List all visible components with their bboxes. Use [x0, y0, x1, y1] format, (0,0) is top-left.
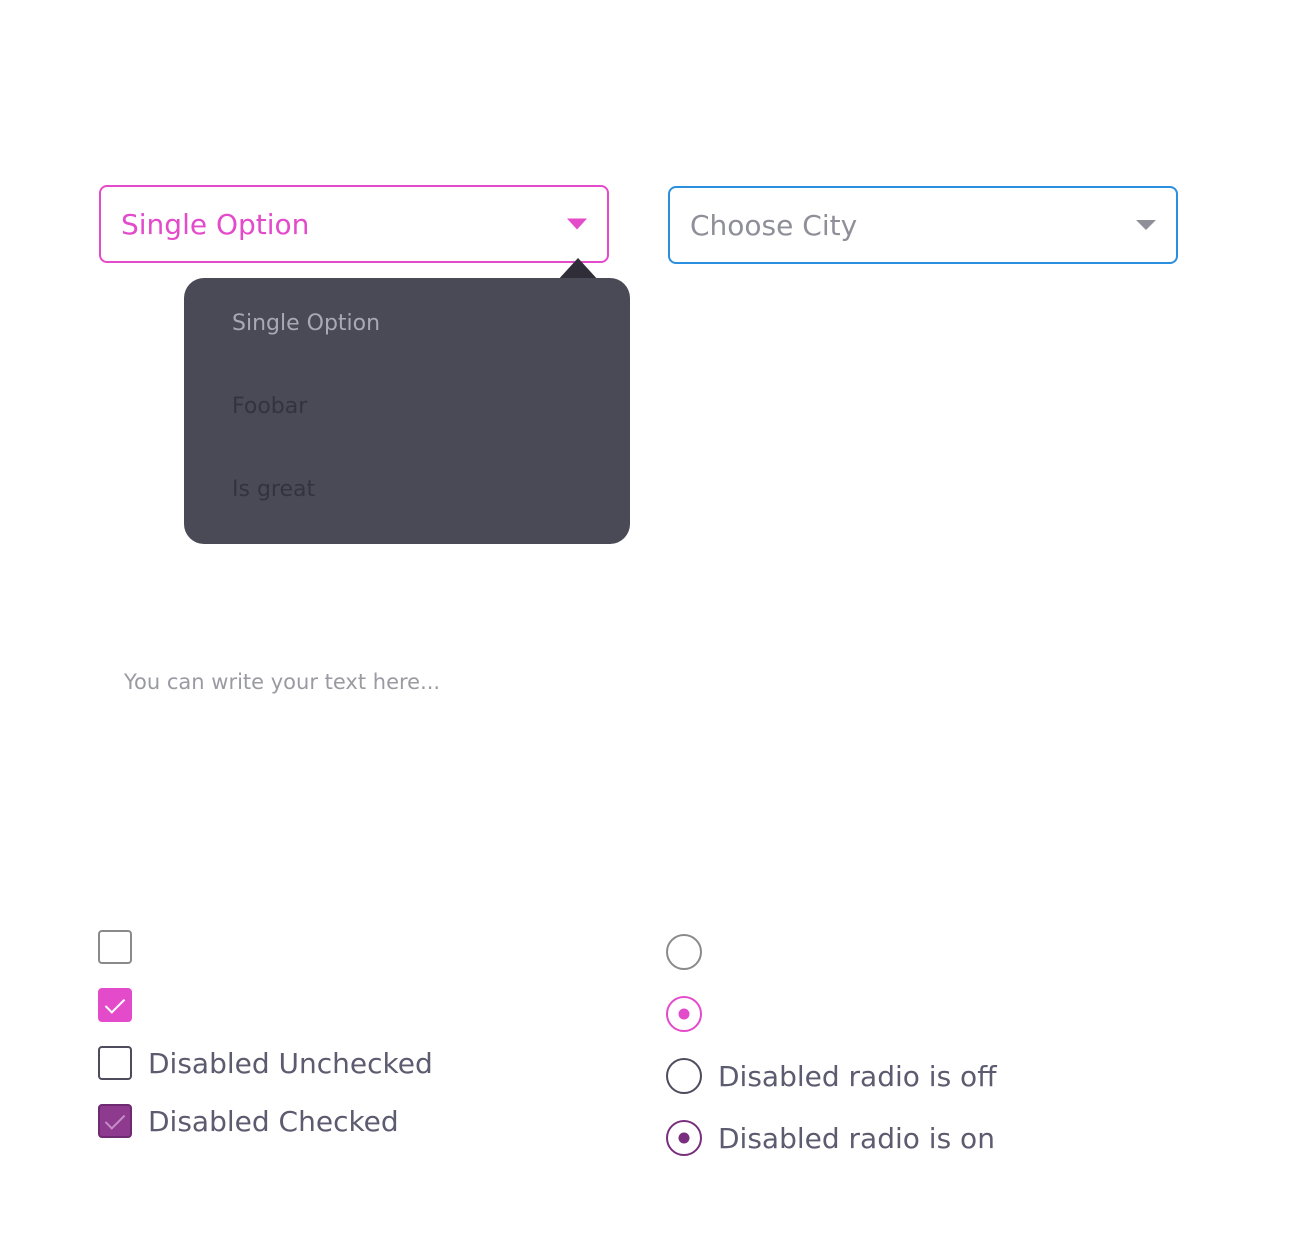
checkmark-icon: [104, 1109, 126, 1130]
radio-disabled-off: [666, 1058, 702, 1094]
caret-down-icon: [567, 218, 587, 230]
checkbox-disabled-unchecked: [98, 1046, 132, 1080]
dropdown-option-single-option[interactable]: Single Option: [232, 311, 381, 336]
choose-city-select[interactable]: Choose City: [668, 186, 1178, 264]
dropdown-menu: Single Option Foobar Is great: [184, 278, 630, 544]
dropdown-option-foobar[interactable]: Foobar: [232, 394, 308, 419]
dropdown-pointer-arrow: [557, 258, 599, 281]
single-option-select-value: Single Option: [121, 207, 310, 241]
radio-on-row: [666, 996, 702, 1032]
radio-disabled-off-label: Disabled radio is off: [718, 1059, 997, 1093]
text-area[interactable]: [104, 660, 1194, 860]
checkmark-icon: [104, 993, 126, 1014]
checkbox-checked[interactable]: [98, 988, 132, 1022]
radio-off[interactable]: [666, 934, 702, 970]
radio-on[interactable]: [666, 996, 702, 1032]
radio-disabled-off-row: Disabled radio is off: [666, 1058, 996, 1094]
radio-disabled-on-row: Disabled radio is on: [666, 1120, 995, 1156]
radio-dot-icon: [678, 1008, 690, 1020]
choose-city-placeholder: Choose City: [690, 208, 858, 242]
checkbox-disabled-checked-row: Disabled Checked: [98, 1104, 399, 1138]
checkbox-unchecked[interactable]: [98, 930, 132, 964]
radio-dot-icon: [678, 1132, 690, 1144]
checkbox-disabled-unchecked-label: Disabled Unchecked: [148, 1046, 433, 1080]
radio-off-row: [666, 934, 702, 970]
caret-down-icon: [1136, 220, 1156, 230]
checkbox-disabled-unchecked-row: Disabled Unchecked: [98, 1046, 433, 1080]
radio-disabled-on: [666, 1120, 702, 1156]
checkbox-disabled-checked: [98, 1104, 132, 1138]
radio-disabled-on-label: Disabled radio is on: [718, 1121, 995, 1155]
checkbox-checked-row: [98, 988, 132, 1022]
checkbox-unchecked-row: [98, 930, 132, 964]
single-option-select[interactable]: Single Option: [99, 185, 609, 263]
checkbox-disabled-checked-label: Disabled Checked: [148, 1104, 399, 1138]
dropdown-option-is-great[interactable]: Is great: [232, 477, 316, 502]
